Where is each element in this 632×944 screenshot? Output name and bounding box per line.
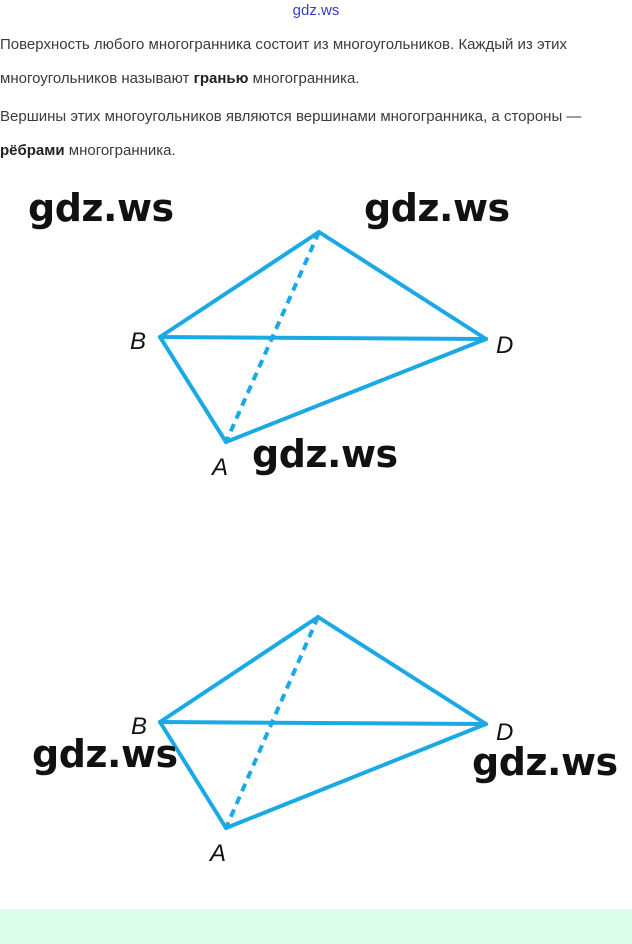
edge — [317, 230, 488, 341]
vertex-label-b: B — [130, 328, 146, 355]
vertex-label-b: B — [131, 713, 147, 740]
watermark: gdz.ws — [472, 740, 618, 784]
edge — [158, 720, 228, 830]
watermark: gdz.ws — [28, 186, 174, 230]
paragraph-faces: Поверхность любого многогранника состоит… — [0, 28, 632, 96]
term-face: гранью — [193, 70, 249, 87]
edge — [158, 615, 320, 724]
watermark: gdz.ws — [32, 732, 178, 776]
watermark: gdz.ws — [364, 186, 510, 230]
watermark-top: gdz.ws — [292, 2, 340, 19]
hidden-edge — [224, 231, 321, 443]
term-edges: рёбрами — [0, 142, 65, 159]
text: многогранника. — [248, 70, 360, 87]
text: Поверхность любого многогранника состоит… — [0, 36, 568, 87]
edge — [224, 722, 488, 830]
edge — [316, 615, 488, 726]
vertex-label-a: A — [210, 454, 228, 481]
vertex-label-d: D — [496, 332, 513, 359]
edge — [158, 335, 488, 341]
footer-band — [0, 909, 632, 944]
text: Вершины этих многоугольников являются ве… — [0, 108, 582, 125]
vertex-label-a: A — [208, 840, 226, 867]
edge — [224, 337, 488, 444]
vertex-label-d: D — [496, 719, 513, 746]
edge — [158, 720, 488, 726]
paragraph-edges: Вершины этих многоугольников являются ве… — [0, 100, 632, 168]
figure-1 — [158, 230, 488, 444]
watermark: gdz.ws — [252, 432, 398, 476]
text: многогранника. — [64, 142, 176, 159]
figure-2 — [158, 615, 488, 830]
edge — [158, 230, 321, 339]
hidden-edge — [224, 616, 320, 829]
edge — [158, 335, 228, 444]
